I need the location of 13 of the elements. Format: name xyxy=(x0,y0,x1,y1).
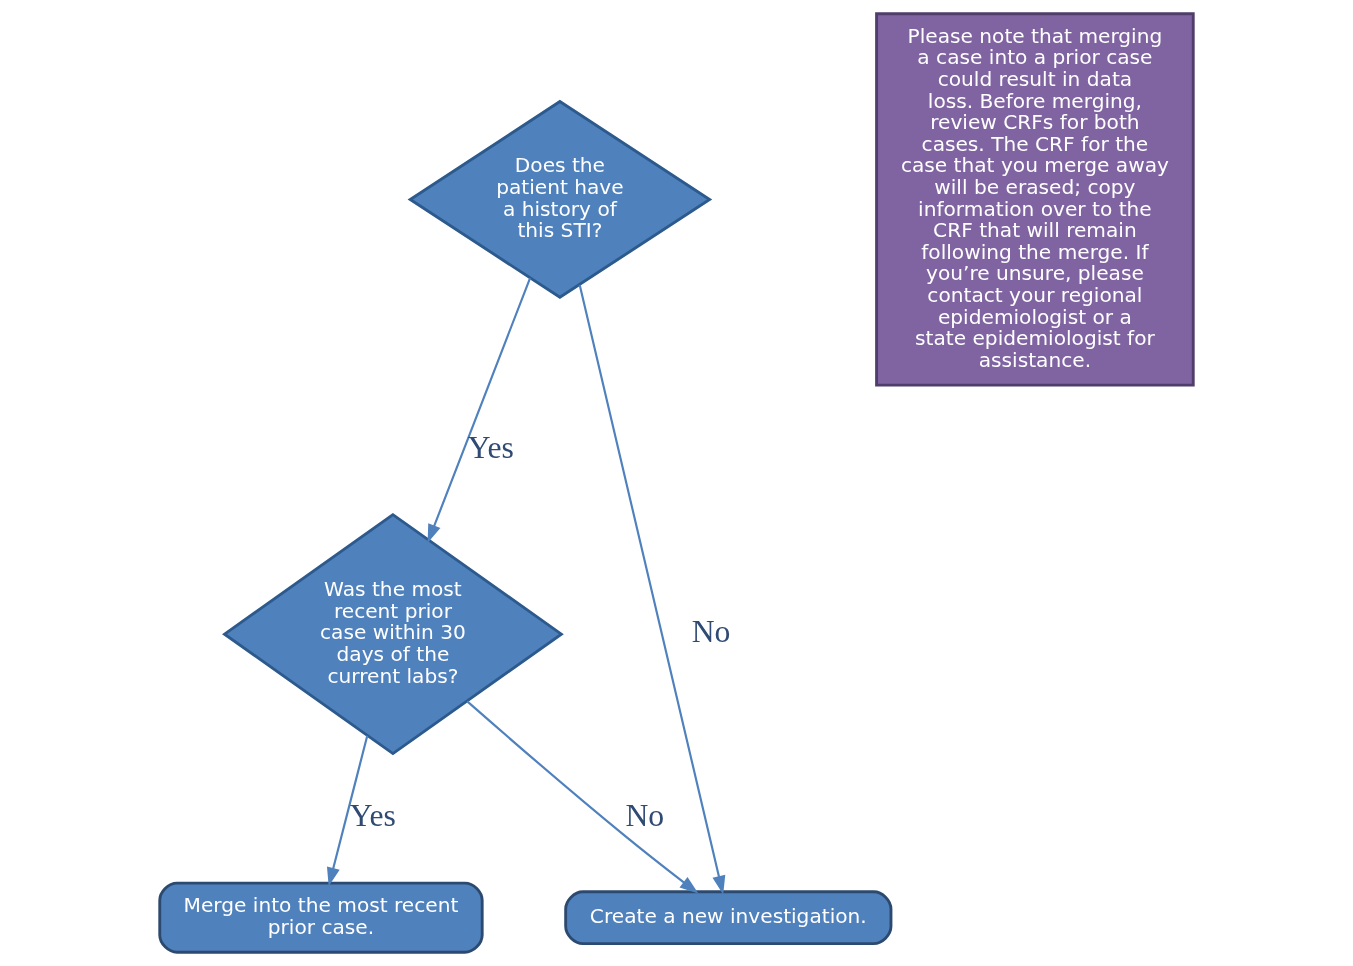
node-box: Create a new investigation. xyxy=(564,890,893,946)
arrow xyxy=(466,700,699,894)
node-box: Merge into the most recent prior case. xyxy=(158,881,484,954)
arrow xyxy=(427,277,532,544)
node-diamond: Does the patient have a history of this STI? xyxy=(407,99,713,300)
edge-label: Yes xyxy=(467,429,514,465)
arrow xyxy=(326,735,369,887)
edge-label: No xyxy=(691,614,731,650)
arrow xyxy=(578,284,726,895)
edge-label: No xyxy=(625,798,665,834)
node-diamond: Was the most recent prior case within 30 days of the current labs? xyxy=(222,512,564,756)
edge-label: Yes xyxy=(349,798,396,834)
node-box: Please note that merging a case into a prior case could result in data loss. Before merging, review CRFs for both cases. The CRF for the case that you merge away will be erased; copy information over to the CRF that will remain following the merge. If you’re unsure, please contact your regional epidemiologist or a state epidemiologist for assistance. xyxy=(875,12,1195,387)
